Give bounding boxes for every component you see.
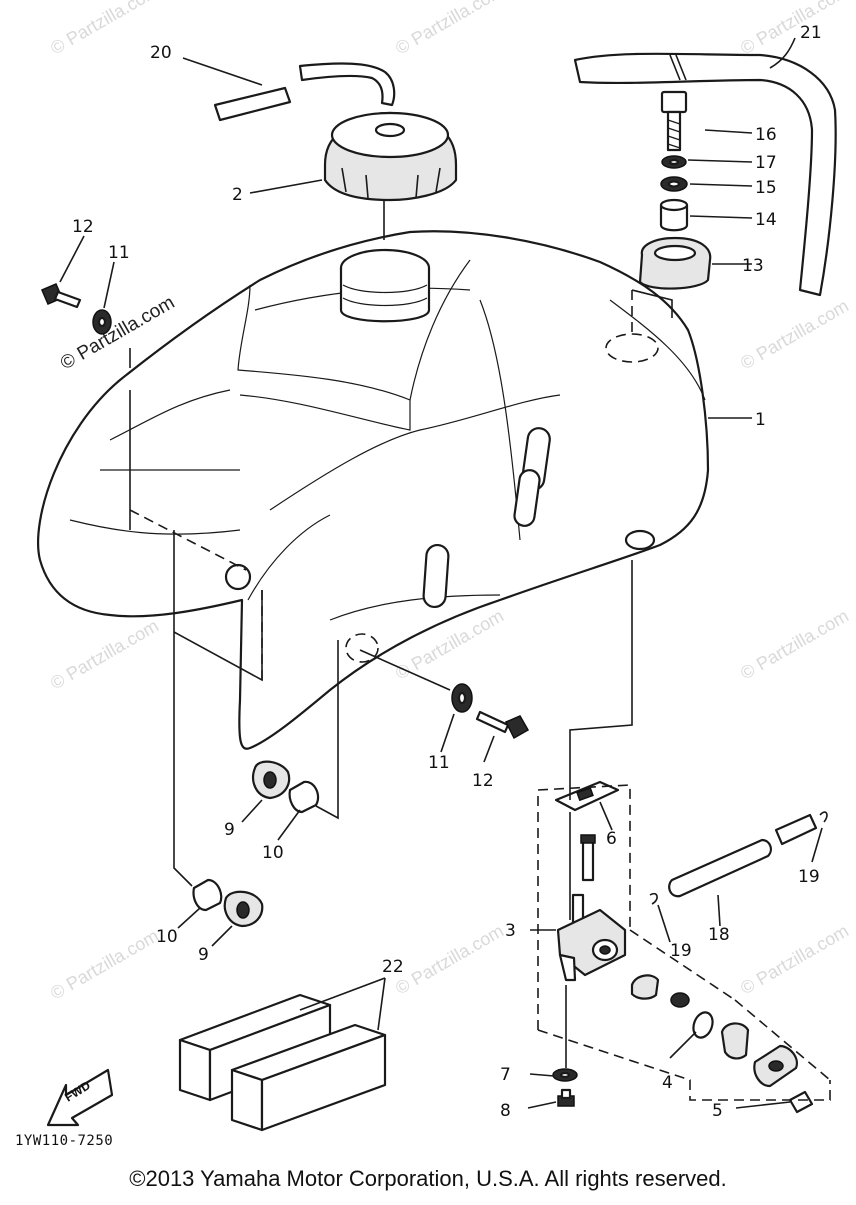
leader-lines xyxy=(59,37,823,1109)
callout-20: 20 xyxy=(150,43,172,63)
foam-pads[interactable] xyxy=(178,993,387,1132)
callout-3: 3 xyxy=(505,921,516,941)
protector-strip[interactable] xyxy=(573,52,837,297)
fuel-cap[interactable] xyxy=(323,111,458,202)
callout-labels: 20 2 21 16 17 15 14 13 1 12 11 11 12 9 1… xyxy=(72,23,822,1121)
copyright-notice: ©2013 Yamaha Motor Corporation, U.S.A. A… xyxy=(129,1166,726,1191)
callout-9-lower: 9 xyxy=(198,945,209,965)
watermark: © Partzilla.com xyxy=(47,0,162,58)
callout-8: 8 xyxy=(500,1101,511,1121)
callout-19-left: 19 xyxy=(670,941,692,961)
watermark: © Partzilla.com xyxy=(392,0,507,58)
callout-2: 2 xyxy=(232,185,243,205)
callout-9-upper: 9 xyxy=(224,820,235,840)
mount-bolt-stack[interactable] xyxy=(638,90,712,290)
callout-17: 17 xyxy=(755,153,777,173)
watermark: © Partzilla.com xyxy=(47,925,162,1003)
watermark: © Partzilla.com xyxy=(737,0,852,58)
callout-7: 7 xyxy=(500,1065,511,1085)
callout-1: 1 xyxy=(755,410,766,430)
watermark: © Partzilla.com xyxy=(392,920,507,998)
bolt-side[interactable] xyxy=(451,683,530,740)
fuel-tank[interactable] xyxy=(37,230,710,750)
callout-14: 14 xyxy=(755,210,777,230)
fwd-arrow: FWD xyxy=(46,1068,114,1127)
callout-15: 15 xyxy=(755,178,777,198)
watermark: © Partzilla.com xyxy=(737,920,852,998)
callout-12-top: 12 xyxy=(72,217,94,237)
watermark: © Partzilla.com xyxy=(737,605,852,683)
callout-16: 16 xyxy=(755,125,777,145)
breather-hose[interactable] xyxy=(213,62,396,122)
bolt-top-left[interactable] xyxy=(41,283,112,335)
fuel-cock-assembly[interactable] xyxy=(552,780,627,1107)
callout-12-side: 12 xyxy=(472,771,494,791)
callout-10-lower: 10 xyxy=(156,927,178,947)
callout-4: 4 xyxy=(662,1073,673,1093)
diagram-code: 1YW110-7250 xyxy=(15,1133,113,1149)
fuel-cock-parts[interactable] xyxy=(630,974,814,1114)
assembly-lines xyxy=(129,200,831,1101)
callout-6: 6 xyxy=(606,829,617,849)
callout-5: 5 xyxy=(712,1101,723,1121)
callout-13: 13 xyxy=(742,256,764,276)
callout-11-side: 11 xyxy=(428,753,450,773)
watermark: © Partzilla.com xyxy=(737,295,852,373)
fuel-hose[interactable] xyxy=(649,811,828,905)
callout-18: 18 xyxy=(708,925,730,945)
damper-lower[interactable] xyxy=(192,878,264,928)
damper-upper[interactable] xyxy=(252,760,320,814)
watermark: © Partzilla.com xyxy=(47,615,162,693)
callout-19-right: 19 xyxy=(798,867,820,887)
callout-22: 22 xyxy=(382,957,404,977)
callout-21: 21 xyxy=(800,23,822,43)
callout-11-top: 11 xyxy=(108,243,130,263)
callout-10-upper: 10 xyxy=(262,843,284,863)
